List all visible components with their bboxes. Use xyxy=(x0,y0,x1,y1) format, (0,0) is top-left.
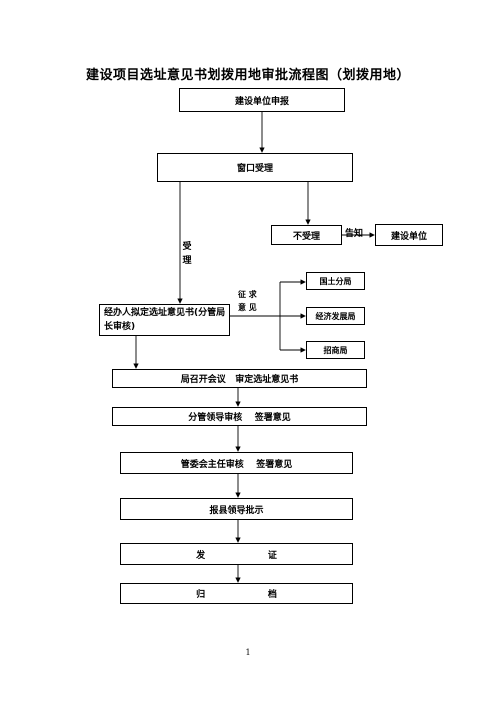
node-land: 国土分局 xyxy=(306,272,365,290)
label-solicit-1: 征 求 xyxy=(238,290,257,299)
node-invest: 招商局 xyxy=(306,341,365,359)
node-apply: 建设单位申报 xyxy=(179,88,345,112)
node-leader: 分管领导审核 签署意见 xyxy=(112,407,367,426)
node-county: 报县领导批示 xyxy=(120,498,353,520)
page-title: 建设项目选址意见书划拨用地审批流程图（划拨用地） xyxy=(85,68,410,83)
node-reject: 不受理 xyxy=(271,225,342,245)
node-handler: 经办人拟定选址意见书(分管局长审核) xyxy=(99,304,230,336)
label-solicit-2: 意 见 xyxy=(238,303,257,312)
node-archive: 归 档 xyxy=(120,583,353,604)
node-econ: 经济发展局 xyxy=(306,307,365,325)
node-unit: 建设单位 xyxy=(375,224,443,246)
node-issue: 发 证 xyxy=(120,543,353,565)
page-number: 1 xyxy=(245,648,251,657)
label-notify: 告知 xyxy=(345,229,364,239)
label-accept: 受理 xyxy=(182,242,192,266)
node-meeting: 局召开会议 审定选址意见书 xyxy=(112,369,367,388)
node-director: 管委会主任审核 签署意见 xyxy=(120,452,353,474)
node-window: 窗口受理 xyxy=(157,153,353,182)
